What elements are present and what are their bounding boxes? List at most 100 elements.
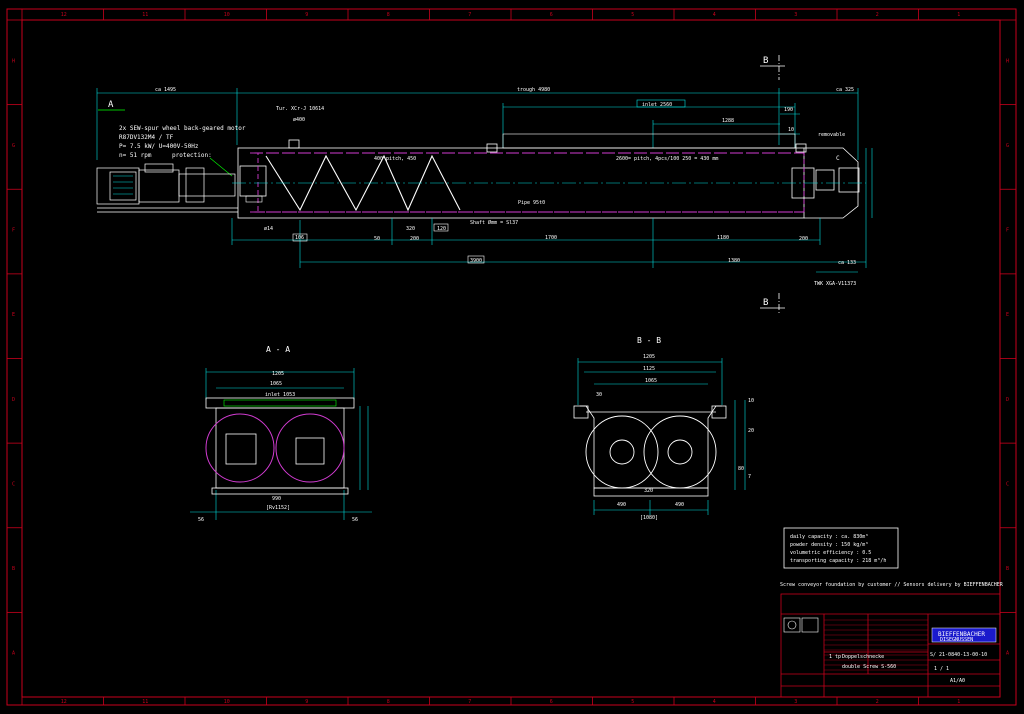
dim-200: 200	[410, 236, 419, 242]
section-aa-dim-lines	[190, 368, 372, 520]
frame-row-label: C	[12, 481, 15, 487]
capacity-specs-box: daily capacity : ca. 830m³ powder densit…	[783, 527, 899, 569]
description-a: Doppelschnecke	[842, 654, 884, 660]
frame-col-label: 3	[794, 699, 797, 705]
dim-ca133: ca 133	[838, 260, 856, 266]
svg-text:1065: 1065	[270, 381, 282, 387]
bottom-dimension-lines	[231, 148, 873, 273]
frame-col-label: 8	[387, 12, 390, 18]
svg-text:1205: 1205	[272, 371, 284, 377]
dim-320: 320	[406, 226, 415, 232]
section-b-line	[760, 55, 785, 315]
section-bb-view: B - B 1205 11	[573, 336, 754, 521]
frame-col-label: 4	[713, 12, 716, 18]
svg-text:7: 7	[748, 474, 751, 480]
dim-106: 106	[295, 235, 304, 241]
dim-overall-right: ca 325	[836, 87, 854, 93]
frame-col-label: 3	[794, 12, 797, 18]
frame-row-label: H	[1006, 58, 1009, 64]
dim-trough: trough 4980	[517, 87, 550, 93]
section-aa-screws	[205, 413, 345, 483]
svg-text:20: 20	[748, 428, 754, 434]
dim-pipe: Pipe 95t0	[518, 200, 545, 206]
frame-row-label: F	[12, 228, 15, 234]
foundation-note: Screw conveyor foundation by customer //…	[780, 582, 1004, 588]
svg-text:30: 30	[596, 392, 602, 398]
top-dimension-lines	[96, 88, 859, 160]
frame-row-label: F	[1006, 228, 1009, 234]
section-aa-view: A - A 1205 1065 inlet 1053	[190, 345, 372, 523]
frame-col-label: 1	[957, 12, 960, 18]
frame-row-label: D	[12, 397, 15, 403]
label-c: C	[836, 155, 840, 162]
dim-3900: 3900	[470, 258, 482, 264]
frame-row-label: C	[1006, 481, 1009, 487]
frame-col-label: 5	[631, 12, 634, 18]
frame-row-label: D	[1006, 397, 1009, 403]
svg-text:[Rv1152]: [Rv1152]	[266, 505, 290, 511]
dim-1180: 1180	[717, 235, 729, 241]
svg-text:1205: 1205	[643, 354, 655, 360]
dim-50: 50	[374, 236, 380, 242]
frame-col-label: 9	[305, 12, 308, 18]
label-top-part: Tur. XCr-J 10614	[276, 106, 324, 112]
frame-row-label: G	[1006, 143, 1009, 149]
logo-line-1: BIEFFENBACHER	[938, 631, 985, 638]
motor-note-1: 2x SEW-spur wheel back-geared motor	[119, 125, 246, 132]
frame-row-label: B	[1006, 566, 1009, 572]
frame-col-label: 8	[387, 699, 390, 705]
frame-col-label: 6	[550, 12, 553, 18]
svg-text:490: 490	[675, 502, 684, 508]
manufacturer-logo	[931, 627, 997, 643]
drawing-number: S/ 21-0840-13-00-10	[930, 652, 987, 658]
frame-col-label: 11	[142, 12, 148, 18]
trough-inlet-lid	[502, 133, 796, 149]
frame-col-label: 12	[61, 12, 67, 18]
svg-text:320: 320	[644, 488, 653, 494]
motor-note-4: n= 51 rpm	[119, 152, 152, 159]
svg-text:56: 56	[198, 517, 204, 523]
svg-text:10: 10	[748, 398, 754, 404]
dim-d400: ø400	[293, 117, 305, 123]
frame-col-label: 5	[631, 699, 634, 705]
dim-pitch-chain: 2600= pitch, 4pcs/100 250 = 430 mm	[616, 156, 718, 162]
dim-screw-pitch: 400 pitch, 450	[374, 156, 416, 162]
main-side-view: ca 1495 trough 4980 ca 325 inlet 2560 19…	[96, 55, 873, 315]
section-bb-title: B - B	[637, 336, 661, 345]
frame-col-label: 7	[468, 699, 471, 705]
frame-row-label: H	[12, 58, 15, 64]
spec-line-2: powder density : 150 kg/m³	[790, 542, 868, 548]
frame-row-label: E	[1006, 312, 1009, 318]
svg-text:1125: 1125	[643, 366, 655, 372]
inlet-dimension-box	[636, 99, 686, 108]
section-bb-body	[573, 405, 727, 497]
frame-col-label: 11	[142, 699, 148, 705]
sheet-number: 1 / 1	[934, 666, 949, 672]
dim-190: 190	[784, 107, 793, 113]
frame-col-label: 6	[550, 699, 553, 705]
frame-col-label: 7	[468, 12, 471, 18]
dim-1700: 1700	[545, 235, 557, 241]
section-aa-title: A - A	[266, 345, 290, 354]
drawing-frame	[6, 8, 1017, 706]
motor-note-2: R87DV132M4 / TF	[119, 134, 174, 141]
dim-1380: 1380	[728, 258, 740, 264]
section-bb-dim-lines	[577, 358, 746, 515]
frame-col-label: 2	[876, 12, 879, 18]
svg-text:56: 56	[352, 517, 358, 523]
drive-motor-assembly	[96, 163, 238, 213]
frame-row-label: B	[12, 566, 15, 572]
svg-text:80: 80	[738, 466, 744, 472]
dim-d14: ø14	[264, 226, 273, 232]
svg-text:inlet 1053: inlet 1053	[265, 392, 295, 398]
frame-row-label: E	[12, 312, 15, 318]
frame-col-label: 1	[957, 699, 960, 705]
bottom-note: TWK XGA-V11373	[814, 281, 856, 287]
svg-text:990: 990	[272, 496, 281, 502]
qty: 1 tp	[829, 654, 841, 660]
dim-shaft: Shaft Ømm = Sl37	[470, 219, 518, 226]
spec-line-4: transporting capacity : 218 m³/h	[790, 558, 886, 564]
svg-text:490: 490	[617, 502, 626, 508]
spec-line-1: daily capacity : ca. 830m³	[790, 534, 868, 540]
